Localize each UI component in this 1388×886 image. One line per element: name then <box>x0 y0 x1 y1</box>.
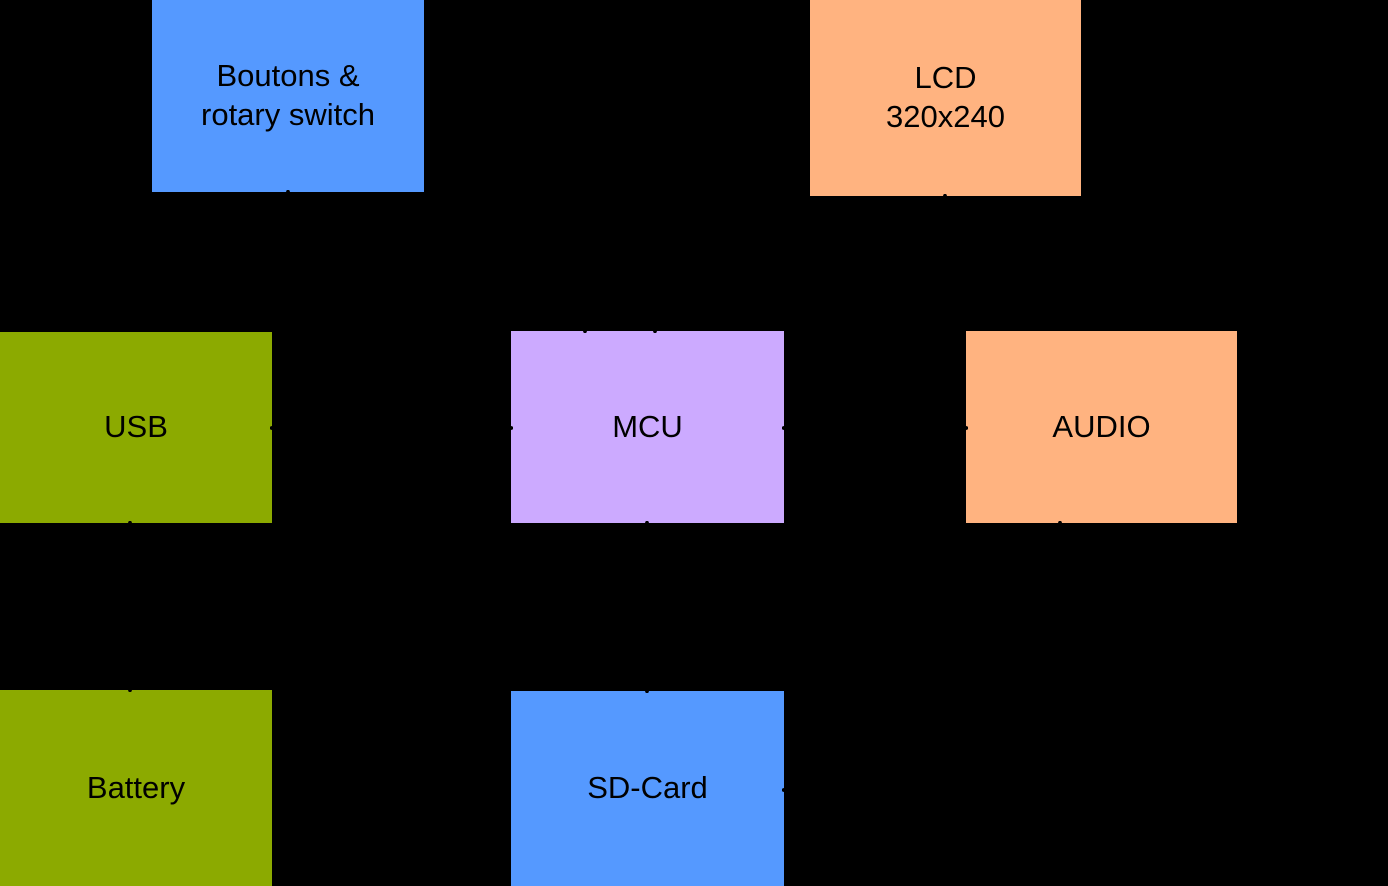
node-label: SD-Card <box>587 770 708 806</box>
node-battery: Battery <box>0 690 272 886</box>
node-label: Battery <box>86 769 186 805</box>
node-label: LCD 320x240 <box>886 60 1005 134</box>
node-sd-card: SD-Card <box>511 691 784 886</box>
node-boutons-rotary-switch: Boutons & rotary switch <box>152 0 424 192</box>
node-mcu: MCU <box>511 331 784 523</box>
node-label: Boutons & rotary switch <box>201 58 375 132</box>
node-lcd-320x240: LCD 320x240 <box>810 0 1081 196</box>
edge-audio-sdcard <box>784 523 1060 790</box>
edge-lcd-mcu <box>655 196 945 331</box>
node-usb: USB <box>0 332 272 523</box>
node-label: MCU <box>612 408 683 444</box>
node-audio: AUDIO <box>966 331 1237 523</box>
node-label: AUDIO <box>1052 408 1151 444</box>
edge-boutons-mcu <box>288 192 585 331</box>
node-label: USB <box>104 409 168 445</box>
